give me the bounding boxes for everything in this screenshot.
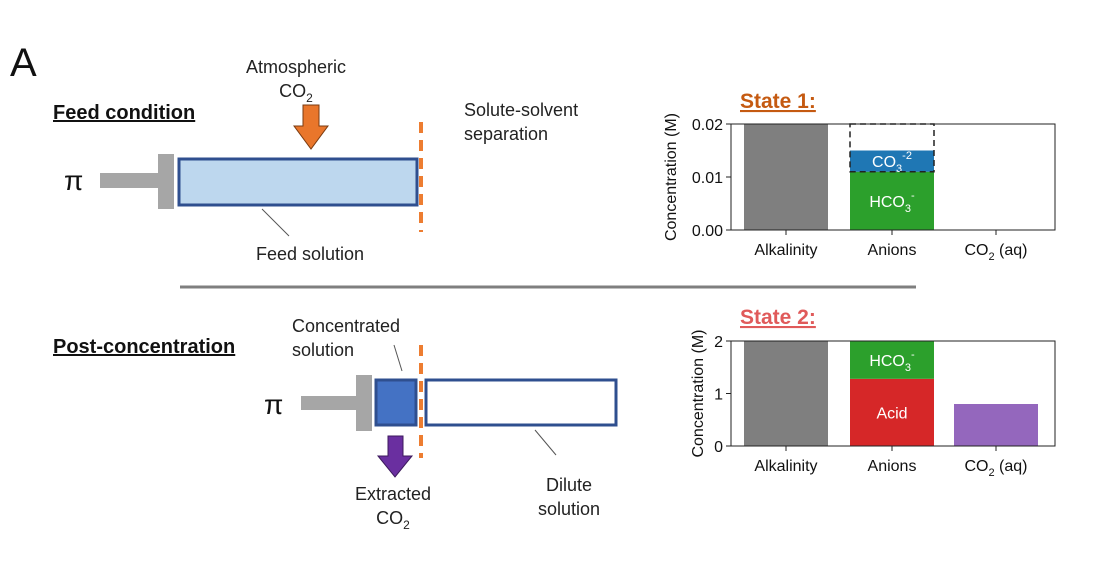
x-label-tail: (aq) xyxy=(995,242,1028,259)
state2-chart: State 2:Concentration (M)AcidHCO3-012Alk… xyxy=(690,306,1056,479)
bar-label-sub: 3 xyxy=(905,362,911,374)
bar-label-base: HCO xyxy=(869,194,905,211)
atmospheric-label: Atmospheric xyxy=(246,57,346,77)
post-plunger-rod xyxy=(301,396,359,410)
x-label-sub: 2 xyxy=(988,251,994,263)
bar-label-sub: 3 xyxy=(896,163,902,175)
bar-label: HCO3- xyxy=(869,190,915,215)
bar-label-sup: - xyxy=(911,190,915,202)
panel-letter: A xyxy=(10,41,37,85)
y-tick-label: 0 xyxy=(714,439,723,456)
chart-title: State 2: xyxy=(740,306,816,329)
bar-co2-aq- xyxy=(954,404,1038,446)
extracted-label: Extracted xyxy=(355,484,431,504)
bar-acid xyxy=(850,378,934,446)
y-tick-label: 0.00 xyxy=(692,223,723,240)
dilute-leader xyxy=(534,429,557,456)
concentrated-leader xyxy=(393,344,403,372)
chart-title: State 1: xyxy=(740,90,816,113)
post-plunger-head xyxy=(356,375,372,431)
post-pi-symbol: π xyxy=(264,389,283,420)
bar-alkalinity xyxy=(744,341,828,446)
y-tick-label: 0.02 xyxy=(692,117,723,134)
bar-co3-2 xyxy=(850,150,934,172)
feed-solution-vessel xyxy=(177,157,419,207)
bar-hco3- xyxy=(850,341,934,379)
x-tick-label: CO2 (aq) xyxy=(964,242,1027,263)
bar-alkalinity xyxy=(744,124,828,230)
atmospheric-co2-label: CO2 xyxy=(279,81,313,105)
extracted-co2-label: CO2 xyxy=(376,508,410,532)
x-label-sub: 2 xyxy=(988,467,994,479)
x-label-tail: (aq) xyxy=(995,458,1028,475)
bar-label: Acid xyxy=(876,405,907,422)
x-tick-label: Alkalinity xyxy=(754,242,817,259)
separation-label-line2: separation xyxy=(464,124,548,144)
atmospheric-co2-arrow-icon xyxy=(293,104,329,150)
bar-label-base: CO xyxy=(872,154,896,171)
bar-hco3- xyxy=(850,171,934,230)
feed-plunger-head xyxy=(158,154,174,209)
bar-label-sup: -2 xyxy=(902,150,912,162)
bar-label-base: Acid xyxy=(876,405,907,422)
separation-label-line1: Solute-solvent xyxy=(464,100,578,120)
x-label-base: CO xyxy=(964,242,988,259)
state1-chart: State 1:Concentration (M)HCO3-CO3-20.000… xyxy=(663,90,1056,263)
bar-label-sup: - xyxy=(911,349,915,361)
extracted-co2-arrow-icon xyxy=(376,435,414,478)
concentrated-label-line1: Concentrated xyxy=(292,316,400,336)
feed-plunger-rod xyxy=(100,173,160,188)
x-tick-label: Anions xyxy=(868,458,917,475)
feed-pi-symbol: π xyxy=(64,165,83,196)
x-tick-label: Alkalinity xyxy=(754,458,817,475)
post-heading: Post-concentration xyxy=(53,336,235,358)
y-tick-label: 2 xyxy=(714,334,723,351)
concentrated-solution-vessel xyxy=(374,378,418,427)
dilute-label-line2: solution xyxy=(538,499,600,519)
y-axis-label: Concentration (M) xyxy=(663,113,680,241)
bar-label: HCO3- xyxy=(869,349,915,374)
bar-label-sub: 3 xyxy=(905,203,911,215)
bar-label-base: HCO xyxy=(869,353,905,370)
feed-solution-leader xyxy=(261,208,290,237)
dilute-label-line1: Dilute xyxy=(546,475,592,495)
concentrated-label-line2: solution xyxy=(292,340,354,360)
dilute-solution-vessel xyxy=(424,378,618,427)
y-tick-label: 0.01 xyxy=(692,170,723,187)
feed-solution-label: Feed solution xyxy=(256,244,364,264)
feed-heading: Feed condition xyxy=(53,102,195,124)
x-tick-label: CO2 (aq) xyxy=(964,458,1027,479)
bar-label: CO3-2 xyxy=(872,150,912,175)
x-tick-label: Anions xyxy=(868,242,917,259)
y-tick-label: 1 xyxy=(714,387,723,404)
y-axis-label: Concentration (M) xyxy=(690,329,707,457)
x-label-base: CO xyxy=(964,458,988,475)
